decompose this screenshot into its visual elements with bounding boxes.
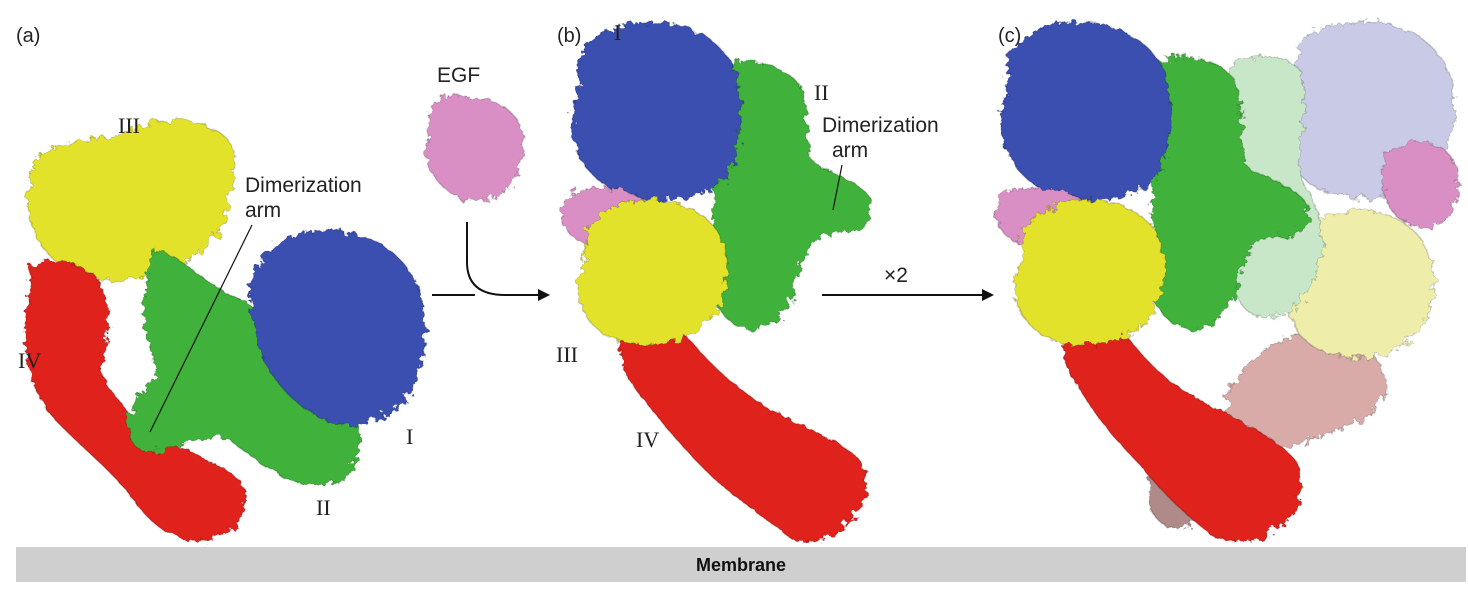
panel-b-letter: (b) xyxy=(557,25,581,47)
panel-b-domain-I xyxy=(571,21,742,201)
panel-a-label-III: III xyxy=(118,113,140,138)
panel-c-domain-IV xyxy=(1061,318,1302,542)
egf-ligand-group: EGF xyxy=(425,64,550,301)
panel-b-label-IV: IV xyxy=(636,427,659,452)
binding-arrow-curved xyxy=(466,222,550,301)
panel-b-dimerization-pointer xyxy=(832,164,843,211)
panel-a-label-I: I xyxy=(406,424,413,449)
panel-c-partner-egf xyxy=(1380,140,1460,228)
panel-a-dimerization-pointer xyxy=(149,224,253,433)
panel-a-label-IV: IV xyxy=(18,348,41,373)
panel-b-dimerization-label-2: arm xyxy=(832,139,868,162)
membrane-bar xyxy=(16,547,1466,582)
panel-c-letter: (c) xyxy=(998,25,1021,47)
panel-b-domain-IV xyxy=(619,318,868,543)
panel-a-domain-III xyxy=(27,118,237,281)
panel-b-domain-II xyxy=(704,60,874,331)
dimerization-arrow-label: ×2 xyxy=(884,264,908,287)
egf-molecule xyxy=(425,95,524,202)
dimerization-arrow-group: ×2 xyxy=(822,264,994,301)
panel-b-dimerization-label-1: Dimerization xyxy=(822,114,939,137)
panel-a-domain-I xyxy=(248,229,426,427)
panel-a-dimerization-label-2: arm xyxy=(245,199,281,222)
membrane-label: Membrane xyxy=(696,555,786,575)
panel-b: (b) Dimerization arm I II III IV xyxy=(556,20,939,543)
panel-c-domain-II xyxy=(1144,55,1310,331)
panel-a-letter: (a) xyxy=(16,25,40,47)
panel-a: (a) Dimerization arm III IV I II xyxy=(16,25,426,542)
panel-b-domain-III xyxy=(576,199,729,346)
panel-b-label-II: II xyxy=(814,80,829,105)
panel-c-domain-III xyxy=(1013,199,1166,346)
panel-b-label-I: I xyxy=(614,20,621,45)
panel-c: (c) xyxy=(995,20,1460,542)
panel-a-dimerization-label-1: Dimerization xyxy=(245,174,362,197)
membrane: Membrane xyxy=(16,547,1466,582)
egf-label: EGF xyxy=(437,64,480,87)
panel-a-domain-IV xyxy=(24,260,246,542)
panel-b-label-III: III xyxy=(556,342,578,367)
panel-a-label-II: II xyxy=(316,495,331,520)
panel-c-domain-I xyxy=(1001,21,1172,201)
